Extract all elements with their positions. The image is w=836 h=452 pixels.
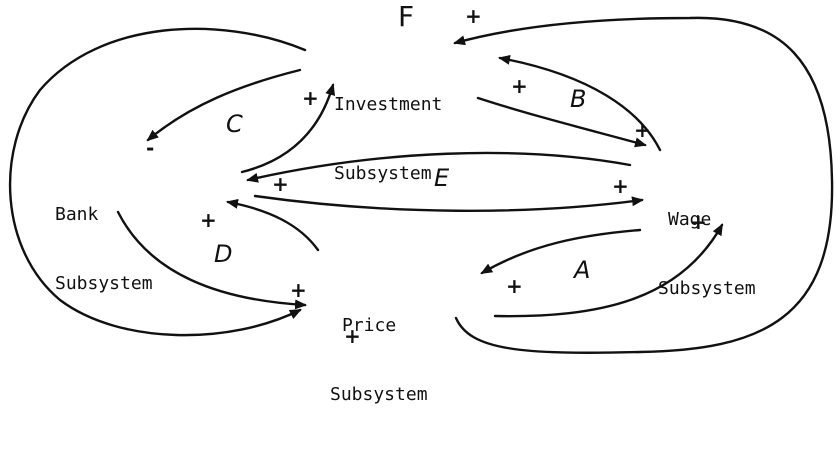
sign-e-left: + bbox=[272, 172, 289, 196]
investment-line1: Investment bbox=[334, 94, 443, 115]
price-line2: Subsystem bbox=[330, 384, 428, 405]
arrow-price-to-wage bbox=[493, 223, 724, 318]
loop-label-b: B bbox=[570, 85, 587, 113]
arrow-investment-to-bank bbox=[146, 68, 302, 142]
bank-line1: Bank bbox=[55, 204, 99, 225]
sign-f-top: + bbox=[465, 4, 482, 28]
bank-line2: Subsystem bbox=[55, 273, 153, 294]
arrow-wage-to-price bbox=[480, 228, 642, 275]
wage-line1: Wage bbox=[668, 209, 712, 230]
loop-label-c: C bbox=[226, 110, 243, 138]
arrow-bank-to-price bbox=[116, 210, 307, 310]
arrows-layer bbox=[8, 16, 834, 354]
sign-a-price: + bbox=[506, 274, 523, 298]
sign-c-upper: + bbox=[302, 86, 319, 110]
loop-label-a: A bbox=[574, 256, 591, 284]
sign-d-bank: + bbox=[200, 208, 217, 232]
sign-e-right: + bbox=[612, 174, 629, 198]
loop-label-f: F bbox=[398, 0, 415, 33]
investment-subsystem-node: Investment Subsystem bbox=[334, 47, 469, 231]
loop-label-e: E bbox=[434, 164, 450, 192]
price-subsystem-node: Price Subsystem bbox=[330, 268, 470, 452]
arrow-price-to-bank bbox=[226, 198, 320, 252]
arrow-investment-to-wage bbox=[476, 96, 647, 148]
wage-subsystem-node: Wage Subsystem bbox=[658, 162, 798, 346]
causal-loop-diagram: Investment Subsystem Bank Subsystem Wage… bbox=[8, 0, 834, 405]
bank-subsystem-node: Bank Subsystem bbox=[55, 157, 195, 341]
sign-b-left: + bbox=[511, 74, 528, 98]
sign-b-right: + bbox=[634, 118, 651, 142]
investment-line2: Subsystem bbox=[334, 163, 432, 184]
sign-a-wage: + bbox=[690, 210, 707, 234]
arrow-bank-to-wage bbox=[253, 194, 644, 212]
loop-label-d: D bbox=[214, 240, 233, 268]
sign-d-price: + bbox=[290, 278, 307, 302]
arrow-bank-to-investment bbox=[240, 83, 336, 174]
sign-f-bottom: + bbox=[344, 324, 361, 348]
arrow-wage-to-bank bbox=[246, 151, 632, 183]
wage-line2: Subsystem bbox=[658, 278, 756, 299]
price-line1: Price bbox=[342, 315, 397, 336]
sign-c-minus: - bbox=[146, 136, 155, 160]
arrow-investment-to-price-outer bbox=[8, 27, 307, 337]
arrow-wage-to-investment bbox=[498, 54, 662, 152]
arrow-price-to-wage-outer bbox=[453, 16, 834, 354]
